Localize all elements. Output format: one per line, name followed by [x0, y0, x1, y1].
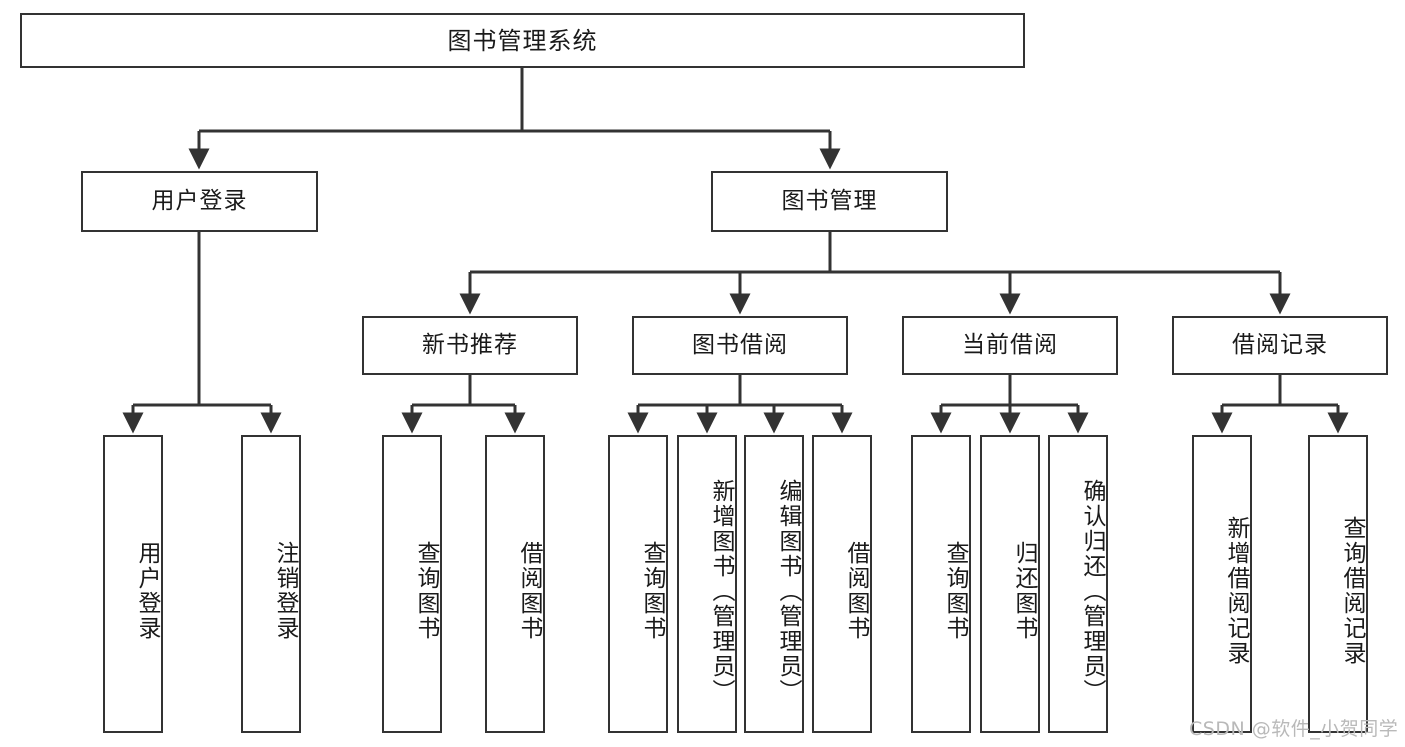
node-book-borrow[interactable]: 图书借阅: [632, 316, 848, 375]
node-user-login[interactable]: 用户登录: [81, 171, 318, 232]
leaf-new-book-query[interactable]: 查询图书: [382, 435, 442, 733]
node-borrow-records[interactable]: 借阅记录: [1172, 316, 1388, 375]
leaf-borrow-borrow-book-label: 借阅图书: [843, 541, 869, 641]
leaf-current-return-book-label: 归还图书: [1011, 541, 1037, 641]
leaf-borrow-query-book[interactable]: 查询图书: [608, 435, 668, 733]
leaf-borrow-edit-book[interactable]: 编辑图书（管理员）: [744, 435, 804, 733]
node-root-label: 图书管理系统: [447, 26, 598, 55]
leaf-user-login-label: 用户登录: [134, 541, 160, 641]
node-root[interactable]: 图书管理系统: [20, 13, 1025, 68]
node-current-borrow[interactable]: 当前借阅: [902, 316, 1118, 375]
leaf-new-book-borrow[interactable]: 借阅图书: [485, 435, 545, 733]
leaf-current-confirm-return[interactable]: 确认归还（管理员）: [1048, 435, 1108, 733]
leaf-record-add[interactable]: 新增借阅记录: [1192, 435, 1252, 733]
leaf-borrow-add-book[interactable]: 新增图书（管理员）: [677, 435, 737, 733]
node-book-management-label: 图书管理: [781, 188, 878, 215]
leaf-new-book-borrow-label: 借阅图书: [516, 541, 542, 641]
leaf-logout-label: 注销登录: [272, 541, 298, 641]
csdn-watermark: CSDN @软件_小贺同学: [1189, 718, 1399, 740]
node-book-management[interactable]: 图书管理: [711, 171, 948, 232]
leaf-current-query-book[interactable]: 查询图书: [911, 435, 971, 733]
leaf-current-return-book[interactable]: 归还图书: [980, 435, 1040, 733]
leaf-current-confirm-return-label: 确认归还（管理员）: [1079, 478, 1105, 704]
leaf-record-query[interactable]: 查询借阅记录: [1308, 435, 1368, 733]
leaf-record-add-label: 新增借阅记录: [1223, 516, 1249, 666]
node-current-borrow-label: 当前借阅: [962, 332, 1058, 359]
node-book-borrow-label: 图书借阅: [692, 332, 788, 359]
node-new-book-recommend[interactable]: 新书推荐: [362, 316, 578, 375]
leaf-record-query-label: 查询借阅记录: [1339, 516, 1365, 666]
leaf-current-query-book-label: 查询图书: [942, 541, 968, 641]
leaf-user-login[interactable]: 用户登录: [103, 435, 163, 733]
leaf-borrow-add-book-label: 新增图书（管理员）: [708, 478, 734, 704]
node-new-book-recommend-label: 新书推荐: [422, 332, 518, 359]
leaf-borrow-borrow-book[interactable]: 借阅图书: [812, 435, 872, 733]
leaf-new-book-query-label: 查询图书: [413, 541, 439, 641]
leaf-borrow-query-book-label: 查询图书: [639, 541, 665, 641]
node-borrow-records-label: 借阅记录: [1232, 332, 1328, 359]
node-user-login-label: 用户登录: [151, 188, 248, 215]
leaf-borrow-edit-book-label: 编辑图书（管理员）: [775, 478, 801, 704]
leaf-logout[interactable]: 注销登录: [241, 435, 301, 733]
